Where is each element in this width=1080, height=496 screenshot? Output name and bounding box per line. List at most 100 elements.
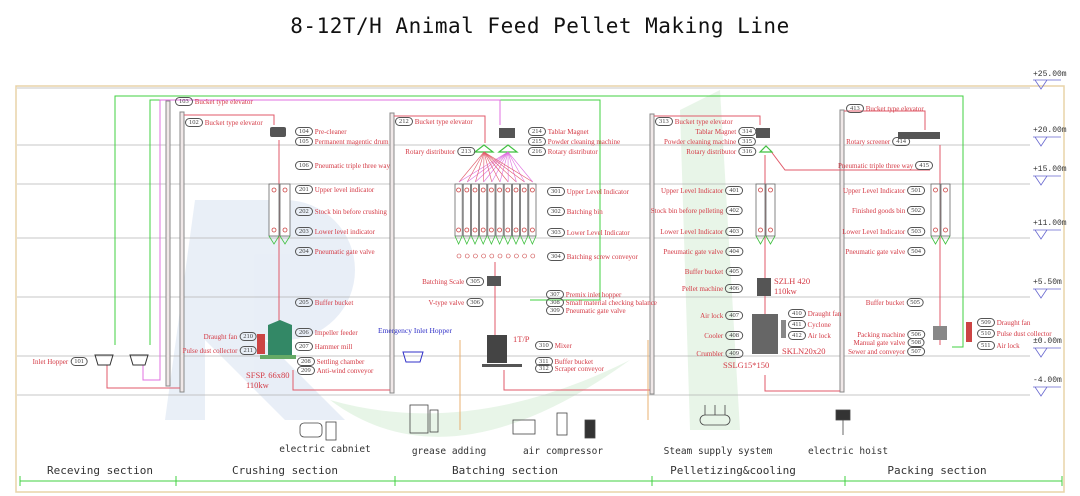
equipment-name: Air lock <box>700 311 724 320</box>
equipment-number: 406 <box>725 284 743 293</box>
screw-conveyor-icon <box>456 253 462 259</box>
mixer-icon <box>487 335 507 363</box>
equipment-name: Stock bin before pelleting <box>650 206 724 215</box>
equipment-number: 311 <box>535 357 553 366</box>
bin <box>940 183 951 237</box>
bin-hopper <box>528 235 537 245</box>
equipment-name: Buffer bucket <box>314 298 354 307</box>
page-title: 8-12T/H Animal Feed Pellet Making Line <box>290 14 790 38</box>
drawing-frame <box>15 85 1065 493</box>
equipment-number: 316 <box>738 147 756 156</box>
equipment-number: 313 <box>655 117 673 126</box>
equipment-number: 202 <box>295 207 313 216</box>
aux-air-compressor: air compressor <box>522 446 604 457</box>
bin <box>512 183 521 237</box>
equipment-number: 404 <box>725 247 743 256</box>
equipment-number: 214 <box>528 127 546 136</box>
spout <box>466 151 485 183</box>
inlet-hopper-icon <box>94 354 114 366</box>
upper-level-indicator-icon <box>456 187 462 193</box>
packing-machine-icon <box>933 326 947 340</box>
equipment-name: Crumbler <box>696 349 724 358</box>
equipment-number: 507 <box>907 347 925 356</box>
bin-hopper <box>765 235 776 245</box>
pink-pipeline <box>142 99 501 381</box>
bin-hopper <box>487 235 496 245</box>
batching-scale-icon <box>487 276 501 286</box>
bin <box>479 183 488 237</box>
pulse-dust-collector-icon <box>966 322 972 342</box>
equipment-name: Powder cleaning machine <box>663 137 737 146</box>
level-label: +5.50m <box>1033 278 1062 287</box>
equipment-name: Pneumatic triple three way <box>314 161 390 170</box>
upper-level-indicator-icon <box>472 187 478 193</box>
equipment-name: Pneumatic gate valve <box>314 247 375 256</box>
spout <box>483 151 533 183</box>
bin <box>528 183 537 237</box>
equipment-name: Small material checking balance <box>565 298 657 307</box>
equipment-icons <box>94 127 972 367</box>
bin <box>495 183 504 237</box>
section-pelletizing: Pelletizing&cooling <box>670 464 796 477</box>
equipment-number: 413 <box>846 104 864 113</box>
equipment-number: 101 <box>70 357 88 366</box>
pellet-machine-spec: SZLH 420 <box>774 276 811 286</box>
equipment-number: 314 <box>738 127 756 136</box>
equipment-name: Pulse dust collector <box>996 329 1052 338</box>
lower-level-indicator-icon <box>480 227 486 233</box>
equipment-name: Cyclone <box>807 320 831 329</box>
upper-level-indicator-icon <box>933 187 938 193</box>
bin-hopper <box>462 235 471 245</box>
aux-steam-supply: Steam supply system <box>663 446 773 457</box>
equipment-name: Pneumatic triple three way <box>838 161 914 170</box>
equipment-number: 211 <box>239 346 257 355</box>
equipment-number: 502 <box>907 206 925 215</box>
equipment-name: Draught fan <box>203 332 238 341</box>
equipment-name: Inlet Hopper <box>32 357 69 366</box>
equipment-name: Pellet machine <box>681 284 724 293</box>
equipment-name: Powder cleaning machine <box>547 137 621 146</box>
spout <box>507 151 517 183</box>
spout <box>507 151 534 183</box>
upper-level-indicator-icon <box>943 187 948 193</box>
equipment-number: 508 <box>907 338 925 347</box>
level-marker-triangle <box>1033 136 1061 147</box>
section-batching: Batching section <box>452 464 558 477</box>
equipment-number: 503 <box>907 227 925 236</box>
equipment-number: 207 <box>295 342 313 351</box>
upper-level-indicator-icon <box>271 187 277 193</box>
equipment-name: Hammer mill <box>314 342 353 351</box>
spout <box>483 151 509 183</box>
equipment-name: Impeller feeder <box>314 328 358 337</box>
equipment-number: 306 <box>466 298 484 307</box>
lower-level-indicator-icon <box>456 227 462 233</box>
lower-level-indicator-icon <box>271 227 277 233</box>
equipment-number: 106 <box>295 161 313 170</box>
equipment-number: 510 <box>977 329 995 338</box>
bin-hopper <box>268 235 280 245</box>
emergency-hopper-icon <box>402 351 424 363</box>
green-pipeline-2 <box>149 99 601 345</box>
level-marker-triangle <box>1033 386 1061 397</box>
level-gridlines <box>17 87 1030 396</box>
screw-conveyor-icon <box>530 253 536 259</box>
equipment-number: 405 <box>725 267 743 276</box>
